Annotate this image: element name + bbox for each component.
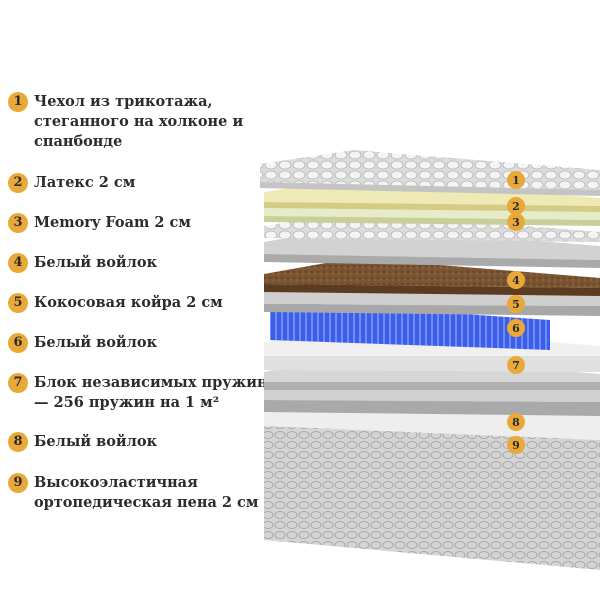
legend-label: Memory Foam 2 см [34,214,191,231]
svg-text:9: 9 [512,439,520,452]
svg-text:6: 6 [512,322,520,335]
badge-2: 2 [507,197,525,215]
legend-label: Кокосовая койра 2 см [34,294,223,311]
badge-9: 9 [507,436,525,454]
legend-label: Белый войлок [34,334,158,351]
number-badge: 5 [8,293,28,313]
legend-item-9: 9 Высокоэластичная ортопедическая пена 2… [8,473,270,513]
badge-4: 4 [507,271,525,289]
badge-5: 5 [507,295,525,313]
illustration-badges: 1 2 3 4 5 6 7 8 9 [507,171,525,454]
legend-item-8: 8 Белый войлок [8,432,270,452]
number-badge: 3 [8,213,28,233]
spring-block-icon [270,302,550,350]
badge-8: 8 [507,413,525,431]
number-badge: 4 [8,253,28,273]
svg-text:2: 2 [512,200,520,213]
legend-label: Высокоэластичная ортопедическая пена 2 с… [34,474,259,511]
layer-9-base-foam [264,390,600,570]
svg-text:3: 3 [512,216,520,229]
number-badge: 6 [8,333,28,353]
legend-label: Блок независимых пружин — 256 пружин на … [34,374,268,411]
legend-item-3: 3 Memory Foam 2 см [8,213,270,233]
svg-text:7: 7 [512,359,520,372]
legend-label: Белый войлок [34,254,158,271]
svg-text:5: 5 [512,298,520,311]
badge-6: 6 [507,319,525,337]
legend-item-6: 6 Белый войлок [8,333,270,353]
legend-item-7: 7 Блок независимых пружин — 256 пружин н… [8,373,270,413]
number-badge: 1 [8,92,28,112]
legend-label: Латекс 2 см [34,174,136,191]
svg-text:4: 4 [512,274,520,287]
legend-item-4: 4 Белый войлок [8,253,270,273]
number-badge: 8 [8,432,28,452]
mattress-layers-illustration: 1 2 3 4 5 6 7 8 9 [260,150,600,570]
number-badge: 7 [8,373,28,393]
number-badge: 2 [8,173,28,193]
svg-text:8: 8 [512,416,520,429]
legend-item-2: 2 Латекс 2 см [8,173,270,193]
badge-1: 1 [507,171,525,189]
legend-label: Белый войлок [34,433,158,450]
badge-3: 3 [507,213,525,231]
svg-text:1: 1 [512,174,520,187]
legend-label: Чехол из трикотажа, стеганного на холкон… [34,93,244,150]
legend-item-1: 1 Чехол из трикотажа, стеганного на холк… [8,92,270,152]
layer-1-cover [260,150,600,196]
badge-7: 7 [507,356,525,374]
number-badge: 9 [8,473,28,493]
legend-item-5: 5 Кокосовая койра 2 см [8,293,270,313]
